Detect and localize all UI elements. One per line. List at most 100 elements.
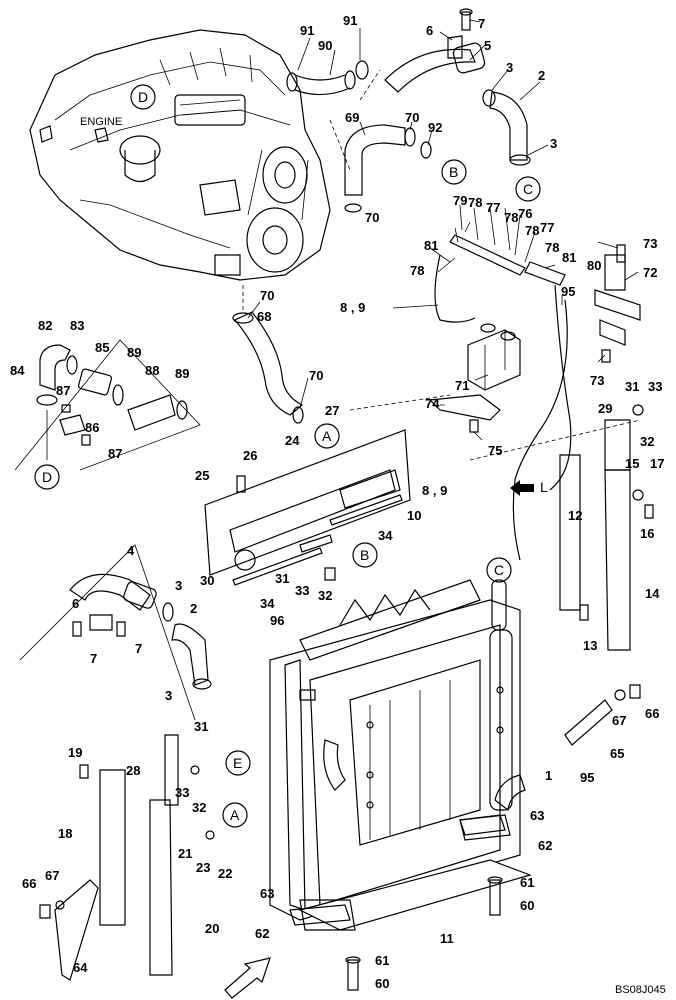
callout-62-left: 62 [255, 926, 269, 941]
callout-63-right: 63 [530, 808, 544, 823]
front-arrow-icon [224, 957, 271, 999]
callout-91b: 91 [343, 13, 357, 28]
callout-2-top: 2 [538, 68, 545, 83]
callout-31-left: 31 [194, 719, 208, 734]
callout-95-top: 95 [561, 284, 575, 299]
callout-7-left: 7 [90, 651, 97, 666]
callout-81b: 81 [562, 250, 576, 265]
bottom-fasteners [289, 814, 506, 991]
ref-circle-c-top [515, 176, 541, 202]
hose-68 [232, 285, 304, 424]
engine-label: ENGINE [80, 116, 122, 128]
callout-24: 24 [285, 433, 300, 448]
callout-78a: 78 [468, 195, 482, 210]
callout-84: 84 [10, 363, 25, 378]
callout-34-mid: 34 [260, 596, 275, 611]
callout-33-left: 33 [175, 785, 189, 800]
callout-83: 83 [70, 318, 84, 333]
ref-a-top: A [322, 428, 332, 444]
radiator [269, 579, 532, 931]
ref-circle-e [225, 750, 251, 776]
callout-12: 12 [568, 508, 582, 523]
callout-19: 19 [68, 745, 82, 760]
callout-70-top: 70 [405, 110, 419, 125]
callout-89b: 89 [175, 366, 189, 381]
callout-70-mid: 70 [365, 210, 379, 225]
callout-32-mid: 32 [318, 588, 332, 603]
ref-circle-d-left [34, 464, 60, 490]
ref-b-top: B [449, 164, 458, 180]
callout-65: 65 [610, 746, 624, 761]
callout-1: 1 [545, 768, 552, 783]
callout-29: 29 [598, 401, 612, 416]
diagram-code: BS08J045 [615, 984, 666, 996]
ref-circle-a-top [314, 423, 340, 449]
callout-68: 68 [257, 309, 271, 324]
callout-7-top: 7 [478, 16, 485, 31]
reserve-tank-area [349, 221, 641, 561]
direction-arrow-icon [510, 480, 534, 496]
callout-6-top: 6 [426, 23, 433, 38]
callout-22: 22 [218, 866, 232, 881]
callout-31-mid: 31 [275, 571, 289, 586]
direction-label: L [540, 479, 548, 495]
callout-67-right: 67 [612, 713, 626, 728]
callout-3-top2: 3 [550, 136, 557, 151]
callout-32-left: 32 [192, 800, 206, 815]
callout-61-left: 61 [375, 953, 389, 968]
callout-96: 96 [270, 613, 284, 628]
callout-73a: 73 [643, 236, 657, 251]
ref-d-left: D [42, 469, 52, 485]
ref-e: E [233, 755, 242, 771]
callout-71: 71 [455, 378, 469, 393]
callout-78d: 78 [545, 240, 559, 255]
callout-76: 76 [518, 206, 532, 221]
callout-91a: 91 [300, 23, 314, 38]
callout-28: 28 [126, 763, 140, 778]
callout-67-left: 67 [45, 868, 59, 883]
callout-31-right: 31 [625, 379, 639, 394]
ref-b-mid: B [360, 547, 369, 563]
right-brackets [559, 404, 654, 746]
upper-hoses [286, 8, 531, 213]
callout-32-right: 32 [640, 434, 654, 449]
callout-33-mid: 33 [295, 583, 309, 598]
callout-25: 25 [195, 468, 209, 483]
left-hose-assembly [14, 339, 201, 471]
callout-78e: 78 [410, 263, 424, 278]
callout-92: 92 [428, 120, 442, 135]
callout-20: 20 [205, 921, 219, 936]
callout-69: 69 [345, 110, 359, 125]
ref-a-bottom: A [230, 807, 240, 823]
callout-4: 4 [127, 543, 135, 558]
callout-77b: 77 [540, 220, 554, 235]
ref-circle-d-top [130, 84, 156, 110]
leader-lines [247, 19, 639, 441]
callout-60-left: 60 [375, 976, 389, 991]
callout-73b: 73 [590, 373, 604, 388]
callout-2-left: 2 [190, 601, 197, 616]
callout-27: 27 [325, 403, 339, 418]
callout-5: 5 [484, 38, 491, 53]
callout-66-right: 66 [645, 706, 659, 721]
callout-14: 14 [645, 586, 660, 601]
ref-d-top: D [138, 89, 148, 105]
callout-3-left: 3 [175, 578, 182, 593]
ref-circle-b-mid [352, 542, 378, 568]
callout-61-right: 61 [520, 875, 534, 890]
ref-c-mid: C [494, 562, 504, 578]
callout-78c: 78 [525, 223, 539, 238]
callout-72: 72 [643, 265, 657, 280]
reference-circles [34, 84, 541, 828]
callout-87a: 87 [56, 383, 70, 398]
callout-81a: 81 [424, 238, 438, 253]
ref-c-top: C [523, 181, 533, 197]
callout-87b: 87 [108, 446, 122, 461]
callout-16: 16 [640, 526, 654, 541]
callout-66-left: 66 [22, 876, 36, 891]
callout-77a: 77 [486, 200, 500, 215]
callout-75: 75 [488, 443, 502, 458]
callout-6-left: 6 [72, 596, 79, 611]
callout-21: 21 [178, 846, 192, 861]
